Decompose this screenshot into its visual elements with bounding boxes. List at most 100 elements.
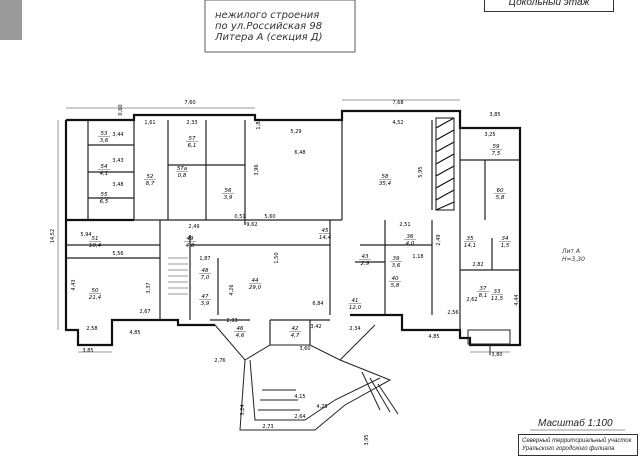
dimension-label: 2,56 <box>447 310 458 316</box>
room-label-37: 378,1 <box>477 286 489 299</box>
room-area: 2,9 <box>361 261 370 267</box>
dimension-label: 2,58 <box>86 326 97 332</box>
dimension-label: 4,52 <box>392 120 403 126</box>
dimension-label: 3,24 <box>240 404 246 415</box>
room-number: 36 <box>407 234 414 240</box>
organization-box: Северный территориальный участок Уральск… <box>518 434 638 456</box>
room-label-49: 494,8 <box>184 236 196 249</box>
dimension-label: 2,34 <box>349 326 360 332</box>
dimension-label: 3,43 <box>112 158 123 164</box>
room-number: 45 <box>322 228 329 234</box>
room-number: 51 <box>92 236 99 242</box>
dimension-label: 14,52 <box>50 229 56 243</box>
dimension-label: 7,68 <box>392 100 403 106</box>
dimension-label: 1,87 <box>199 256 210 262</box>
dimension-label: 4,85 <box>428 334 439 340</box>
dimension-label: 2,33 <box>186 120 197 126</box>
room-label-36: 364,0 <box>404 234 416 247</box>
room-number: 59 <box>493 144 500 150</box>
dimension-label: 4,15 <box>294 394 305 400</box>
dimension-lines <box>57 99 510 353</box>
room-area: 6,1 <box>188 143 197 149</box>
legend-line-2: Н=3,30 <box>562 256 585 263</box>
room-label-54: 544,1 <box>98 164 110 177</box>
dimension-label: 3,37 <box>146 282 152 293</box>
room-area: 12,0 <box>349 305 362 311</box>
room-number: 48 <box>202 268 209 274</box>
dimension-label: 2,67 <box>139 309 150 315</box>
floor-stamp-text: Цокольный этаж <box>508 0 590 8</box>
room-label-39: 393,6 <box>390 256 402 269</box>
dimension-label: 1,88 <box>256 118 262 129</box>
room-number: 39 <box>393 256 400 262</box>
room-number: 60 <box>497 188 504 194</box>
room-number: 34 <box>502 236 509 242</box>
room-number: 49 <box>187 236 194 242</box>
room-label-46: 464,6 <box>234 326 246 339</box>
dimension-label: 3,85 <box>82 348 93 354</box>
room-area: 8,7 <box>146 181 155 187</box>
dimension-label: 9,62 <box>246 222 257 228</box>
room-area: 35,4 <box>379 181 392 187</box>
dimension-label: 5,56 <box>112 251 123 257</box>
room-label-42: 424,7 <box>289 326 301 339</box>
hatched-column <box>435 117 455 211</box>
dimension-label: 4,43 <box>71 279 77 290</box>
dimension-label: 0,60 <box>118 104 124 115</box>
title-line-3: Литера А (секция Д) <box>215 32 323 43</box>
room-number: 40 <box>392 276 399 282</box>
room-area: 3,6 <box>392 263 401 269</box>
dimension-label: 3,85 <box>489 112 500 118</box>
room-label-43: 432,9 <box>359 254 371 267</box>
dimension-label: 2,73 <box>262 424 273 430</box>
room-area: 14,1 <box>464 243 476 249</box>
scan-shadow <box>0 0 22 40</box>
room-number: 37 <box>480 286 487 292</box>
room-label-40: 405,8 <box>389 276 401 289</box>
room-area: 4,8 <box>186 243 195 249</box>
title-line-1: нежилого строения <box>215 10 320 21</box>
room-area: 3,9 <box>201 301 210 307</box>
dimension-label: 3,44 <box>112 132 123 138</box>
room-label-34: 341,5 <box>499 236 511 249</box>
room-area: 3,9 <box>224 195 233 201</box>
room-area: 0,8 <box>178 173 187 179</box>
room-number: 56 <box>225 188 232 194</box>
room-label-47: 473,9 <box>199 294 211 307</box>
dimension-label: 2,49 <box>436 234 442 245</box>
room-label-53: 533,6 <box>98 131 110 144</box>
room-area: 8,1 <box>479 293 488 299</box>
room-number: 58 <box>382 174 389 180</box>
dimension-label: 2,82 <box>472 262 483 268</box>
room-number: 50 <box>92 288 99 294</box>
dimension-label: 5,94 <box>80 232 91 238</box>
room-area: 21,4 <box>89 295 102 301</box>
dimension-label: 4,26 <box>229 284 235 295</box>
room-label-59: 597,5 <box>490 144 502 157</box>
dimension-label: 3,25 <box>484 132 495 138</box>
room-area: 29,0 <box>249 285 262 291</box>
room-area: 11,5 <box>491 296 504 302</box>
outer-walls <box>64 109 522 347</box>
room-number: 41 <box>352 298 359 304</box>
dimension-label: 0,51 <box>234 214 245 220</box>
room-area: 5,8 <box>391 283 400 289</box>
room-number: 47 <box>202 294 209 300</box>
legend-line-1: Лит А <box>562 248 580 255</box>
dimension-label: 2,33 <box>226 318 237 324</box>
dimension-label: 1,50 <box>274 252 280 263</box>
dimension-label: 4,44 <box>514 294 520 305</box>
room-number: 43 <box>362 254 369 260</box>
room-labels: 533,6544,1556,5528,7576,157а0,8563,95835… <box>89 131 511 339</box>
room-number: 42 <box>292 326 299 332</box>
dimension-label: 6,84 <box>312 301 323 307</box>
title-frame <box>204 0 356 53</box>
room-area: 5,8 <box>496 195 505 201</box>
